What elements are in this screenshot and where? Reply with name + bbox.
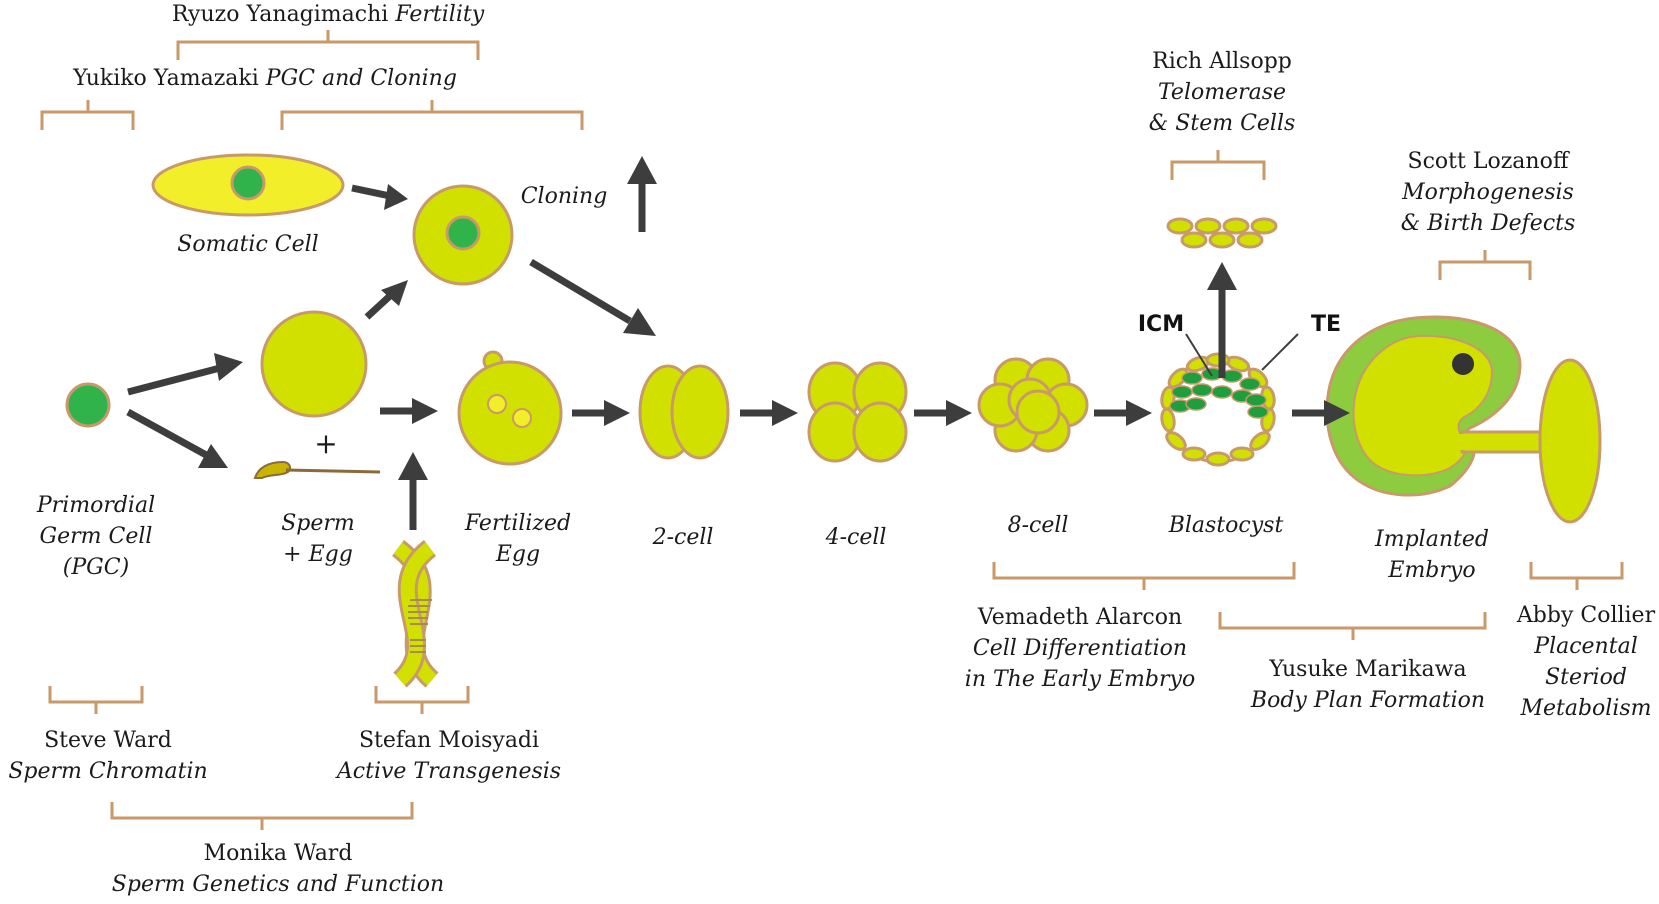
bracket-steve-ward <box>48 686 144 714</box>
pgc-label-2: Germ Cell <box>40 524 153 549</box>
collier-name: Abby Collier <box>1516 603 1656 628</box>
yamazaki-label: Yukiko Yamazaki PGC and Cloning <box>72 66 457 91</box>
lozanoff-topic-1: Morphogenesis <box>1401 180 1574 205</box>
cloning-label: Cloning <box>521 184 608 209</box>
stem-cells-icon <box>1166 217 1278 249</box>
arrow-fertilized-to-2cell <box>572 400 630 426</box>
allsopp-name: Rich Allsopp <box>1152 49 1292 74</box>
bracket-allsopp <box>1170 150 1266 180</box>
bracket-yamazaki-right <box>280 100 584 130</box>
sperm-egg-label-1: Sperm <box>281 511 355 536</box>
somatic-cell-label: Somatic Cell <box>177 232 318 257</box>
collier-topic-3: Metabolism <box>1519 696 1651 721</box>
pgc-icon <box>65 382 111 428</box>
arrow-4cell-to-8cell <box>914 400 972 426</box>
arrow-blastocyst-to-implanted <box>1292 400 1350 426</box>
marikawa-name: Yusuke Marikawa <box>1268 657 1466 682</box>
arrow-clone-to-2cell <box>529 258 656 336</box>
implanted-embryo-label-2: Embryo <box>1387 558 1475 583</box>
arrow-egg-to-clone <box>364 280 408 320</box>
allsopp-topic-2: & Stem Cells <box>1149 111 1296 136</box>
two-cell-embryo-icon <box>638 364 730 460</box>
pgc-label-1: Primordial <box>36 493 155 518</box>
yanagimachi-label: Ryuzo Yanagimachi Fertility <box>172 2 485 27</box>
cloned-cell-icon <box>412 184 514 286</box>
fertilized-egg-label-2: Egg <box>495 542 540 567</box>
arrow-pgc-to-sperm <box>126 408 228 468</box>
monika-ward-topic: Sperm Genetics and Function <box>112 872 444 897</box>
arrow-blastocyst-to-stem-cells <box>1207 262 1237 378</box>
alarcon-name: Vemadeth Alarcon <box>977 605 1182 630</box>
alarcon-topic-1: Cell Differentiation <box>973 636 1187 661</box>
bracket-alarcon <box>992 562 1296 590</box>
steve-ward-topic: Sperm Chromatin <box>8 759 207 784</box>
sperm-icon <box>253 460 381 479</box>
icm-label: ICM <box>1138 312 1184 337</box>
arrow-2cell-to-4cell <box>740 400 798 426</box>
sperm-egg-label-2: + Egg <box>283 542 353 567</box>
pgc-label-3: (PGC) <box>63 555 129 580</box>
fertilized-egg-label-1: Fertilized <box>464 511 571 536</box>
collier-topic-1: Placental <box>1533 634 1637 659</box>
steve-ward-name: Steve Ward <box>44 728 172 753</box>
two-cell-label: 2-cell <box>652 525 714 550</box>
bracket-moisyadi <box>374 686 470 714</box>
fertilized-egg-icon <box>457 350 563 466</box>
brackets <box>40 30 1624 830</box>
moisyadi-topic: Active Transgenesis <box>335 759 561 784</box>
egg-icon <box>260 310 368 418</box>
lozanoff-name: Scott Lozanoff <box>1408 149 1570 174</box>
eight-cell-embryo-icon <box>977 357 1089 453</box>
implanted-embryo-label-1: Implanted <box>1374 527 1489 552</box>
monika-ward-name: Monika Ward <box>204 841 353 866</box>
bracket-collier <box>1529 562 1624 590</box>
bracket-lozanoff <box>1438 250 1532 280</box>
implanted-embryo-icon <box>1325 315 1602 524</box>
four-cell-embryo-icon <box>807 361 908 463</box>
marikawa-topic: Body Plan Formation <box>1250 688 1485 713</box>
bracket-monika-ward <box>110 802 414 830</box>
dna-helix-icon <box>391 539 440 688</box>
arrow-sperm-egg-to-fertilized <box>380 398 438 424</box>
icm-cells <box>1169 367 1269 419</box>
arrow-somatic-to-clone <box>351 184 408 210</box>
moisyadi-name: Stefan Moisyadi <box>359 728 539 753</box>
eight-cell-label: 8-cell <box>1008 513 1069 538</box>
four-cell-label: 4-cell <box>825 525 887 550</box>
arrow-pgc-to-egg <box>127 353 243 396</box>
bracket-yanagimachi <box>176 30 480 60</box>
te-label: TE <box>1311 312 1341 337</box>
arrow-cloning-up <box>627 156 657 232</box>
blastocyst-label: Blastocyst <box>1168 513 1284 538</box>
collier-topic-2: Steriod <box>1545 665 1627 690</box>
somatic-cell-icon <box>151 153 345 217</box>
lozanoff-topic-2: & Birth Defects <box>1401 211 1576 236</box>
alarcon-topic-2: in The Early Embryo <box>965 667 1195 692</box>
arrow-8cell-to-blastocyst <box>1094 400 1152 426</box>
arrow-dna-up <box>398 452 428 530</box>
allsopp-topic-1: Telomerase <box>1158 80 1286 105</box>
bracket-yamazaki-left <box>40 100 135 130</box>
blastocyst-icon <box>1160 333 1299 467</box>
bracket-marikawa <box>1218 612 1487 640</box>
plus-sign: + <box>314 427 337 460</box>
